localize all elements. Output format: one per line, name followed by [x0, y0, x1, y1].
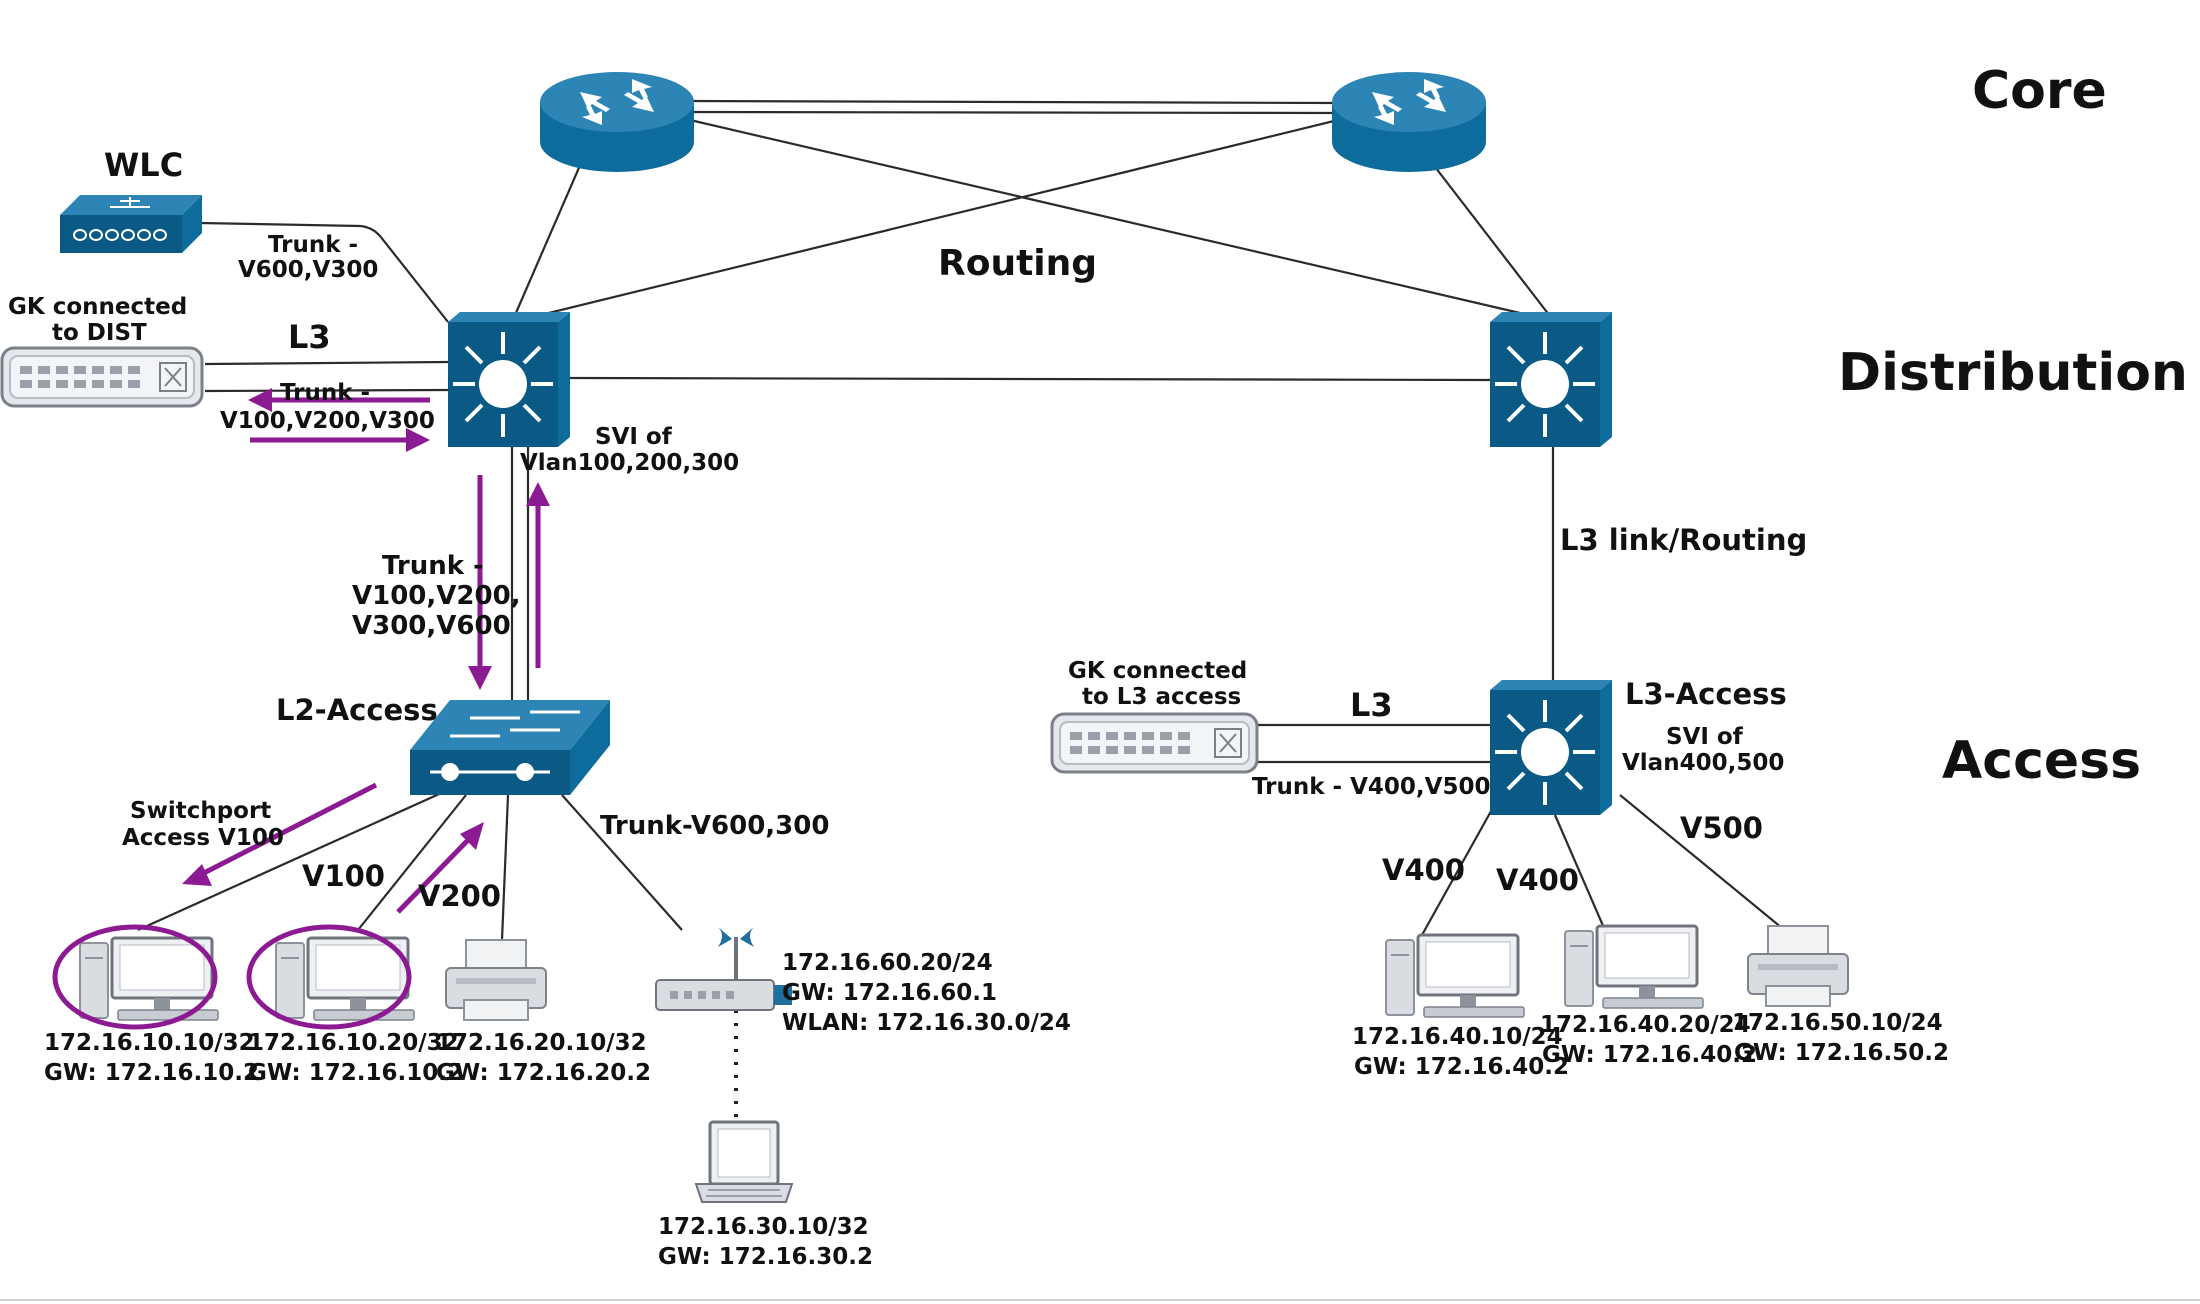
v500-label: V500 [1680, 811, 1763, 845]
pc-icon[interactable] [79, 936, 219, 1021]
wlc-trunk-label: Trunk - [268, 232, 358, 258]
highlight-circle-pc1 [52, 924, 218, 1030]
svi-l3-label: SVI of [1666, 724, 1744, 750]
wlc-label: WLC [104, 146, 183, 184]
link-core2-dist1 [511, 118, 1339, 324]
pc3-ip: 172.16.40.10/24 [1352, 1024, 1563, 1050]
pc2-ip: 172.16.10.20/32 [248, 1030, 459, 1056]
router-icon[interactable] [1332, 72, 1486, 172]
switchport-vlan: Access V100 [122, 825, 284, 851]
link-l2-pc1 [137, 788, 449, 932]
pc3-gw: GW: 172.16.40.2 [1354, 1054, 1569, 1080]
arrow-head [526, 482, 550, 506]
arrow-head [460, 822, 484, 850]
wlc-icon[interactable] [60, 195, 202, 253]
pc1-gw: GW: 172.16.10.2 [44, 1060, 259, 1086]
uplink-trunk-label: Trunk - [382, 551, 484, 581]
access-point-icon[interactable] [655, 927, 792, 1011]
tier-core-label: Core [1972, 61, 2107, 121]
l3-access-link-label: L3 [1350, 686, 1393, 724]
printer2-gw: GW: 172.16.50.2 [1734, 1040, 1949, 1066]
l3-link-label: L3 link/Routing [1560, 523, 1807, 557]
pc-icon[interactable] [1564, 924, 1704, 1009]
link-core2-dist2 [1421, 149, 1554, 321]
link-l2-printer1 [500, 794, 510, 941]
gk-appliance-icon[interactable] [0, 346, 204, 408]
pc-icon[interactable] [1385, 933, 1525, 1018]
ap-ip: 172.16.60.20/24 [782, 950, 993, 976]
svi-dist-vlans: Vlan100,200,300 [520, 450, 739, 476]
pc2-gw: GW: 172.16.10.2 [248, 1060, 463, 1086]
arrow-head [468, 666, 492, 690]
arrow-to-pc1 [198, 782, 378, 878]
gk-appliance-icon[interactable] [1050, 712, 1259, 774]
link-core-core-2 [687, 110, 1337, 115]
link-l3-printer2 [1619, 794, 1783, 929]
gk-dist-label: GK connected [8, 294, 187, 320]
printer1-gw: GW: 172.16.20.2 [436, 1060, 651, 1086]
v100-label: V100 [302, 859, 385, 893]
links [137, 99, 1783, 1120]
link-wlc-dist1 [199, 221, 449, 323]
link-core-core [687, 99, 1337, 105]
laptop-ip: 172.16.30.10/32 [658, 1214, 869, 1240]
laptop-gw: GW: 172.16.30.2 [658, 1244, 873, 1270]
printer-icon[interactable] [445, 939, 547, 1021]
switchport-label: Switchport [130, 798, 271, 824]
ap-wlan: WLAN: 172.16.30.0/24 [782, 1010, 1071, 1036]
dist-trunk-vlans: V100,V200,V300 [220, 408, 435, 434]
gk-l3-label: GK connected [1068, 658, 1247, 684]
l3-switch-icon[interactable] [1490, 312, 1612, 447]
link-l2-pc2 [357, 794, 467, 931]
pc4-gw: GW: 172.16.40.2 [1542, 1042, 1757, 1068]
highlight-overlay [52, 388, 550, 1030]
printer2-ip: 172.16.50.10/24 [1732, 1010, 1943, 1036]
link-dist-dist [567, 376, 1491, 382]
trunk-ap-label: Trunk-V600,300 [600, 811, 829, 841]
uplink-trunk-vlans-2: V300,V600 [352, 611, 511, 641]
printer1-ip: 172.16.20.10/32 [436, 1030, 647, 1056]
v400-label-b: V400 [1496, 863, 1579, 897]
link-gk-dist1-b [204, 388, 449, 393]
arrow-from-pc2 [396, 836, 472, 914]
uplink-trunk-vlans-1: V100,V200, [352, 581, 521, 611]
link-core1-dist2 [689, 118, 1551, 322]
gk-l3-label-2: to L3 access [1082, 684, 1241, 710]
link-l3-pc3 [1421, 794, 1501, 936]
pc-icon[interactable] [275, 936, 415, 1021]
l3-dist-label: L3 [288, 318, 331, 356]
arrow-head [182, 864, 212, 886]
l3-access-trunk-label: Trunk - V400,V500 [1252, 774, 1490, 800]
wlc-trunk-vlans: V600,V300 [238, 257, 378, 283]
svi-l3-vlans: Vlan400,500 [1622, 750, 1784, 776]
link-l2-ap [561, 794, 683, 931]
pc4-ip: 172.16.40.20/24 [1540, 1012, 1751, 1038]
routing-label: Routing [938, 243, 1097, 284]
printer-icon[interactable] [1747, 925, 1849, 1007]
l3-access-switch-icon[interactable] [1490, 680, 1612, 815]
link-l3-pc4 [1553, 814, 1606, 929]
l3-switch-icon[interactable] [448, 312, 570, 447]
tier-distribution-label: Distribution [1838, 343, 2188, 403]
dist-trunk-label: Trunk - [280, 380, 370, 406]
arrow-head [248, 388, 272, 412]
l2-access-label: L2-Access [276, 693, 438, 727]
l2-switch-icon[interactable] [410, 700, 610, 795]
v400-label-a: V400 [1382, 853, 1465, 887]
v200-label: V200 [418, 879, 501, 913]
gk-dist-label-2: to DIST [52, 320, 147, 346]
ap-gw: GW: 172.16.60.1 [782, 980, 997, 1006]
svi-dist-label: SVI of [595, 424, 673, 450]
labels: Core Distribution Access Routing WLC Tru… [8, 61, 2188, 1270]
router-icon[interactable] [540, 72, 694, 172]
pc1-ip: 172.16.10.10/32 [44, 1030, 255, 1056]
arrow-head [406, 428, 430, 452]
tier-access-label: Access [1942, 731, 2141, 791]
highlight-circle-pc2 [246, 924, 412, 1030]
l3-access-label: L3-Access [1625, 677, 1787, 711]
link-core1-dist1 [510, 146, 590, 323]
link-gk-dist1-a [204, 360, 449, 366]
laptop-icon[interactable] [694, 1120, 794, 1203]
